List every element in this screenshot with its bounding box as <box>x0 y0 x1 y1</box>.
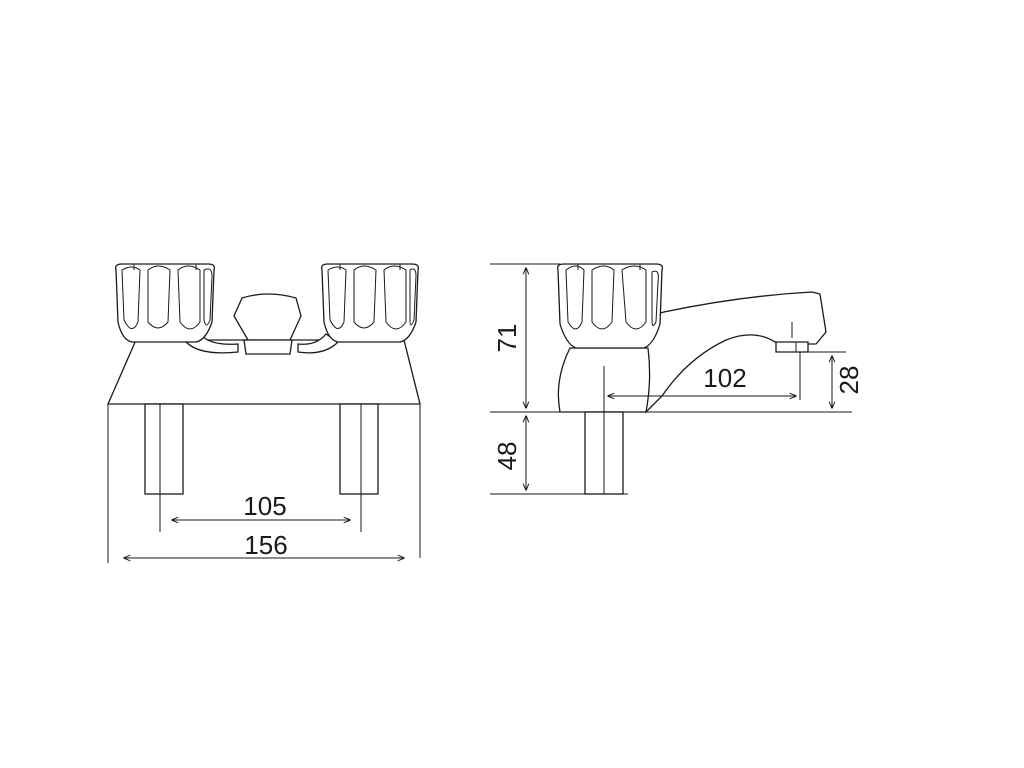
front-left-shank <box>144 403 184 495</box>
front-right-shank <box>339 403 379 495</box>
side-height-label: 71 <box>492 324 522 353</box>
front-spout-nozzle <box>233 293 302 341</box>
side-spout <box>641 291 827 414</box>
side-spout-height-label: 28 <box>834 366 864 395</box>
front-right-handle <box>320 263 420 343</box>
side-reach-label: 102 <box>703 363 746 393</box>
side-handle <box>556 263 664 349</box>
front-view: 105 156 <box>107 263 421 563</box>
side-shank-label: 48 <box>492 442 522 471</box>
side-view: 71 48 102 28 <box>490 263 864 495</box>
front-spacing-label: 105 <box>243 491 286 521</box>
front-width-label: 156 <box>244 530 287 560</box>
front-left-handle <box>114 263 216 343</box>
